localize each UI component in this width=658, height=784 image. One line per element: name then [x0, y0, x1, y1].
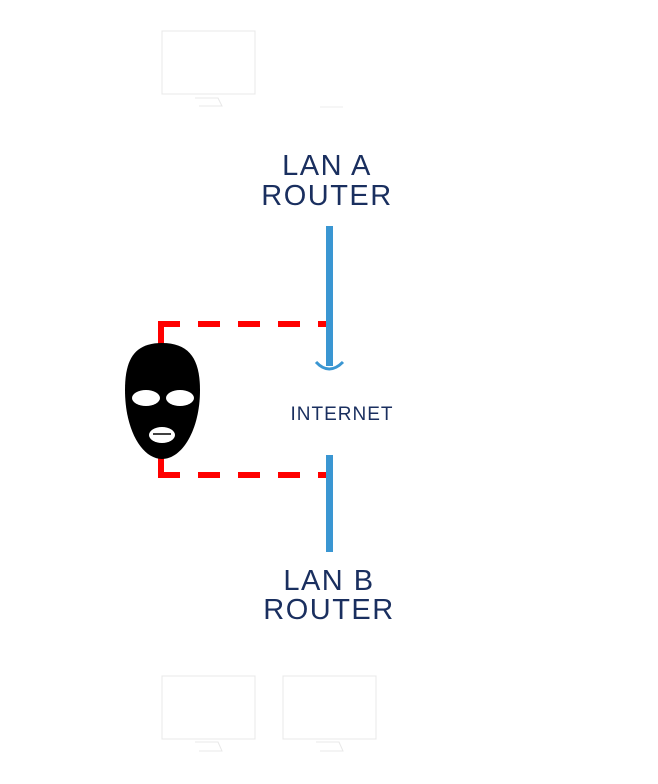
lan-a-label-line2: ROUTER — [261, 180, 393, 212]
masked-face-icon — [125, 343, 200, 459]
lan-a-label-line1: LAN A — [282, 150, 372, 182]
intercept-path-top — [158, 321, 328, 345]
lan-a-router-label: LAN A ROUTER — [217, 152, 437, 211]
arrow-head-icon — [314, 360, 345, 371]
link-lan-a-to-internet — [314, 226, 345, 371]
lan-b-label-line1: LAN B — [283, 565, 375, 597]
monitor-icon — [282, 675, 377, 752]
monitor-icon — [161, 675, 256, 752]
link-internet-to-lan-b — [326, 455, 333, 552]
lan-b-label-line2: ROUTER — [263, 594, 395, 626]
intercept-path-bottom — [158, 455, 328, 478]
lan-b-router-label: LAN B ROUTER — [219, 567, 439, 625]
internet-label: INTERNET — [290, 404, 394, 425]
monitor-icon — [161, 30, 256, 107]
